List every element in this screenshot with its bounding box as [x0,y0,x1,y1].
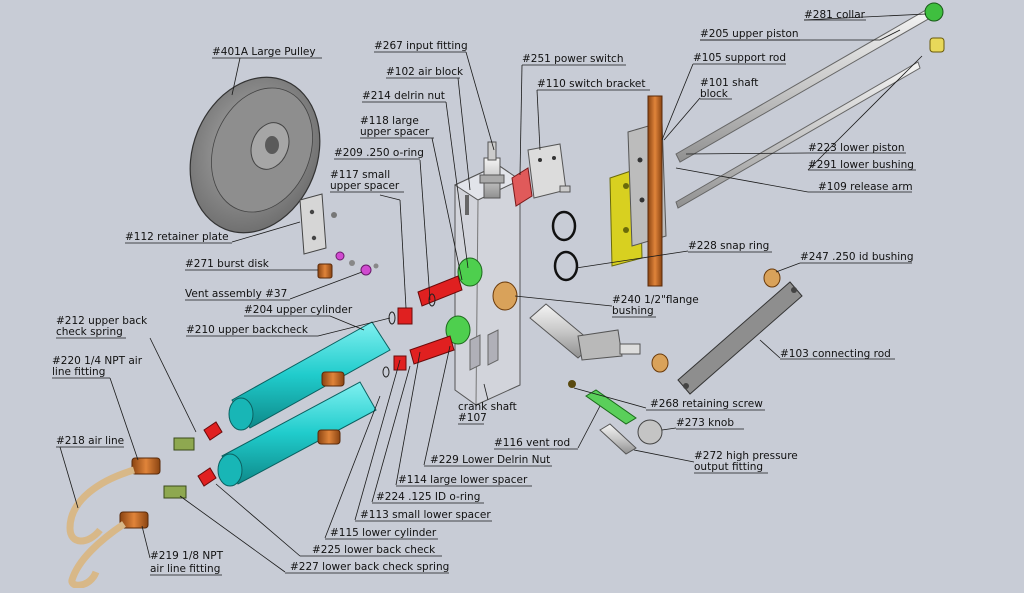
label-delrin-nut: #214 delrin nut [362,90,445,102]
backcheck-parts [163,421,223,499]
label-large-upper-spacer-line1: #118 large [360,115,419,127]
collar-part [924,2,944,22]
label-small-upper-spacer-line2: upper spacer [330,180,400,192]
label-air-line: #218 air line [56,435,124,447]
label-lower-piston: #223 lower piston [808,142,904,154]
label-npt-eighth-line1: #219 1/8 NPT [150,550,224,562]
input-fitting-part [479,141,505,199]
burst-disk-part [317,263,333,279]
lower-bushing-part [929,37,945,53]
label-support-rod: #105 support rod [693,52,786,64]
label-release-arm: #109 release arm [818,181,913,193]
label-connecting-rod: #103 connecting rod [780,348,891,360]
id-bushing-part [763,268,781,288]
delrin-nut-part [457,257,483,287]
label-lower-back-check-spring: #227 lower back check spring [290,561,449,573]
air-line-part [66,466,135,545]
label-small-lower-spacer: #113 small lower spacer [360,509,491,521]
large-pulley-part [189,76,321,234]
connecting-rod-part [677,281,803,395]
flange-bushing-part [651,353,669,373]
label-upper-cylinder: #204 upper cylinder [244,304,353,316]
label-knob: #273 knob [676,417,734,429]
label-npt-eighth-line2: air line fitting [150,563,220,575]
upper-cylinder-part [228,321,391,431]
lower-spacer-parts [382,335,455,378]
hp-fitting-part [599,423,637,455]
label-large-pulley: #401A Large Pulley [212,46,316,58]
upper-spacer-parts [388,275,463,325]
label-hp-output-line2: output fitting [694,461,763,473]
label-vent-assembly: Vent assembly #37 [185,288,287,300]
vent-rod-part [585,389,637,425]
label-id-bushing: #247 .250 id bushing [800,251,914,263]
label-upper-backcheck: #210 upper backcheck [186,324,309,336]
label-retaining-screw: #268 retaining screw [650,398,763,410]
npt-fittings [119,457,161,529]
knob-part [637,419,663,445]
crank-shaft-part [529,303,641,361]
label-vent-rod: #116 vent rod [494,437,570,449]
label-npt-quarter-line1: #220 1/4 NPT air [52,355,143,367]
lower-cylinder-part [217,381,377,487]
label-collar: #281 collar [804,9,866,21]
label-air-block: #102 air block [386,66,464,78]
label-burst-disk: #271 burst disk [185,258,270,270]
label-switch-bracket: #110 switch bracket [537,78,646,90]
label-lower-bushing: #291 lower bushing [808,159,914,171]
label-o-ring-125: #224 .125 ID o-ring [376,491,480,503]
label-lower-back-check: #225 lower back check [312,544,436,556]
label-shaft-block-line1: #101 shaft [700,77,758,89]
label-large-lower-spacer: #114 large lower spacer [398,474,528,486]
retaining-screw-part [568,380,576,388]
label-npt-quarter-line2: line fitting [52,366,105,378]
label-large-upper-spacer-line2: upper spacer [360,126,430,138]
label-power-switch: #251 power switch [522,53,624,65]
label-input-fitting: #267 input fitting [374,40,468,52]
label-lower-delrin-nut: #229 Lower Delrin Nut [430,454,550,466]
label-flange-bushing-line2: bushing [612,305,654,317]
parts-layer [66,2,945,589]
label-crank-shaft-line2: #107 [458,412,487,424]
label-snap-ring: #228 snap ring [688,240,769,252]
power-switch-part [511,143,571,207]
label-flange-bushing-line1: #240 1/2"flange [612,294,699,306]
label-hp-output-line1: #272 high pressure [694,450,798,462]
label-upper-piston: #205 upper piston [700,28,799,40]
label-lower-cylinder: #115 lower cylinder [330,527,437,539]
snap-ring-part [551,210,577,242]
label-crank-shaft-line1: crank shaft [458,401,517,413]
callout-labels: #281 collar #205 upper piston #267 input… [52,9,916,576]
label-o-ring-250: #209 .250 o-ring [334,147,424,159]
lower-piston-part [675,61,921,209]
label-upper-back-check-spring-line2: check spring [56,326,123,338]
label-small-upper-spacer-line1: #117 small [330,169,390,181]
support-rod-part [647,95,663,287]
label-upper-back-check-spring-line1: #212 upper back [56,315,148,327]
label-shaft-block-line2: block [700,88,729,100]
retainer-plate-part [299,193,327,255]
label-retainer-plate: #112 retainer plate [125,231,229,243]
